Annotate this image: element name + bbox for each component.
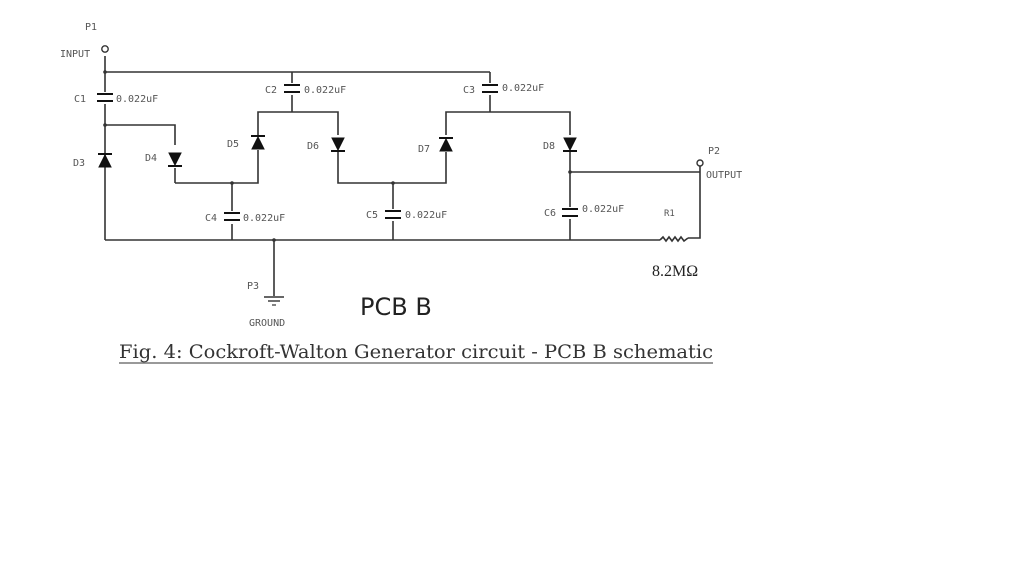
diode-d8-ref: D8 <box>543 141 555 152</box>
capacitor-c2-ref: C2 <box>265 85 277 96</box>
junction-dot <box>103 123 107 127</box>
junction-dot <box>391 181 395 185</box>
diode-d7-symbol <box>439 137 453 152</box>
diode-d6-ref: D6 <box>307 141 319 152</box>
capacitor-c3-ref: C3 <box>463 85 475 96</box>
junction-dot <box>568 170 572 174</box>
terminal-p1 <box>101 45 109 53</box>
diode-d4-symbol <box>168 152 182 167</box>
figure-caption: Fig. 4: Cockroft-Walton Generator circui… <box>119 341 713 363</box>
diode-d3-ref: D3 <box>73 158 85 169</box>
diode-d4-ref: D4 <box>145 153 157 164</box>
resistor-r1-value: 8.2MΩ <box>652 263 698 280</box>
capacitor-c2-value: 0.022uF <box>304 85 346 96</box>
wire-r1-riser <box>688 166 701 239</box>
wire-node-a <box>105 124 176 145</box>
wire-node-c <box>257 111 339 135</box>
junction-dot <box>272 238 276 242</box>
diode-d5-symbol <box>251 135 265 150</box>
capacitor-c5-value: 0.022uF <box>405 210 447 221</box>
port-p3-label: GROUND <box>249 318 285 329</box>
wire-node-d <box>337 152 447 184</box>
port-p3-ref: P3 <box>247 281 259 292</box>
terminal-p2 <box>696 159 704 167</box>
diode-symbols <box>98 135 577 168</box>
capacitor-c6-value: 0.022uF <box>582 204 624 215</box>
diode-d7-ref: D7 <box>418 144 430 155</box>
junction-dot <box>103 70 107 74</box>
port-p2-label: OUTPUT <box>706 170 742 181</box>
diode-d8-symbol <box>563 137 577 152</box>
capacitor-c4-value: 0.022uF <box>243 213 285 224</box>
ground-icon <box>264 296 284 306</box>
resistor-r1-symbol <box>659 235 689 243</box>
junction-dot <box>230 181 234 185</box>
port-p2-ref: P2 <box>708 146 720 157</box>
port-p1-ref: P1 <box>85 22 97 33</box>
wires <box>104 56 701 296</box>
wire-node-e <box>445 111 571 135</box>
capacitor-c4-ref: C4 <box>205 213 217 224</box>
capacitor-c6-ref: C6 <box>544 208 556 219</box>
capacitor-symbols <box>97 84 578 221</box>
junctions <box>103 70 572 242</box>
diode-d5-ref: D5 <box>227 139 239 150</box>
capacitor-c1-ref: C1 <box>74 94 86 105</box>
resistor-r1-ref: R1 <box>664 209 675 219</box>
wire-node-b <box>175 150 259 184</box>
board-title: PCB B <box>360 293 432 321</box>
diode-d6-symbol <box>331 137 345 152</box>
port-p1-label: INPUT <box>60 49 90 60</box>
capacitor-c5-ref: C5 <box>366 210 378 221</box>
diode-d3-symbol <box>98 153 112 168</box>
capacitor-c1-value: 0.022uF <box>116 94 158 105</box>
capacitor-c3-value: 0.022uF <box>502 83 544 94</box>
